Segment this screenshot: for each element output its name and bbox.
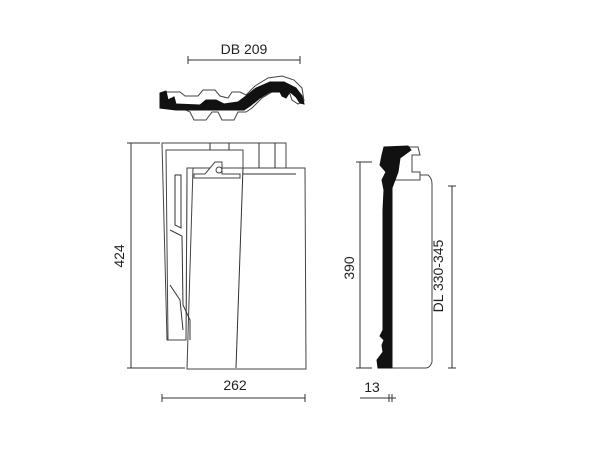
tile-front-view	[161, 142, 307, 370]
tile-side-view	[376, 145, 433, 369]
dimension-390: 390	[341, 161, 372, 369]
dimension-db: DB 209	[187, 41, 301, 64]
label-db-209: DB 209	[221, 41, 268, 57]
label-424: 424	[111, 244, 127, 268]
cross-section-profile	[159, 75, 305, 121]
label-dl-330-345: DL 330-345	[430, 239, 446, 312]
dimension-13: 13	[360, 379, 396, 402]
dimension-262: 262	[161, 377, 306, 402]
dimension-dl: DL 330-345	[430, 185, 456, 369]
label-262: 262	[223, 377, 247, 393]
label-390: 390	[341, 256, 357, 280]
label-13: 13	[364, 379, 380, 395]
dimension-424: 424	[111, 142, 185, 369]
